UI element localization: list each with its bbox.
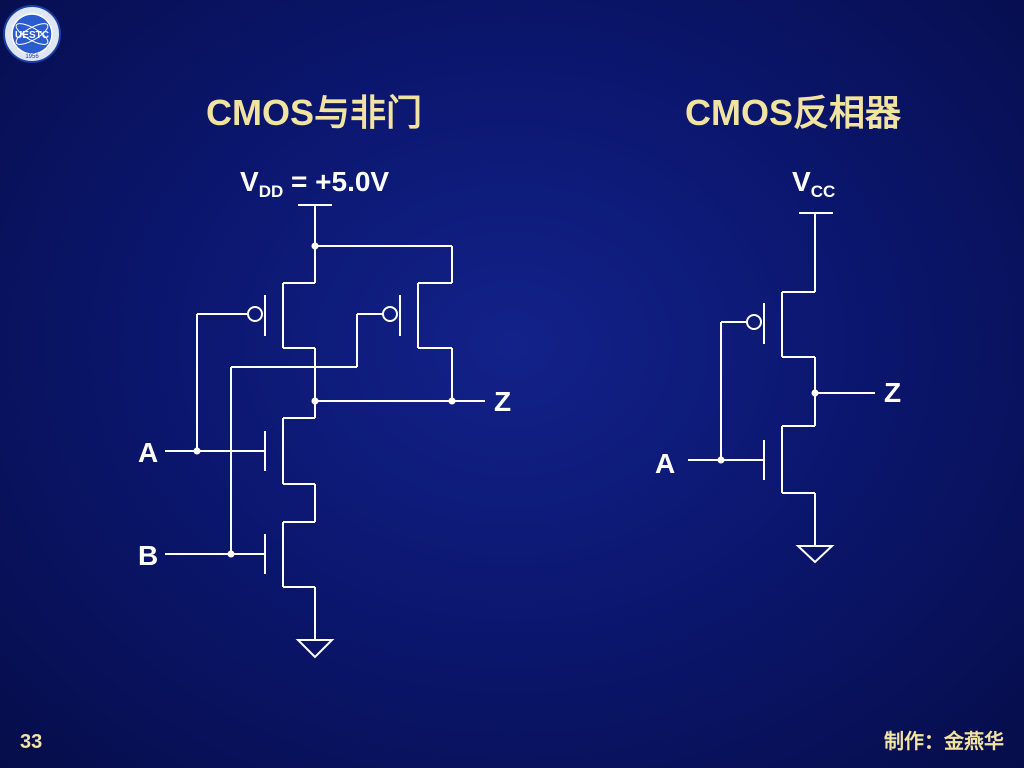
university-logo: UESTC 1956	[3, 5, 61, 63]
vcc-label: VCC	[792, 166, 836, 201]
nand-input-a-label: A	[138, 437, 159, 468]
nand-input-b-label: B	[138, 540, 159, 571]
inverter-input-a-label: A	[655, 448, 676, 479]
inverter-junctions	[717, 389, 819, 464]
nand-output-label: Z	[494, 386, 512, 417]
inverter-title: CMOS反相器	[685, 92, 902, 133]
nand-gate-schematic	[165, 204, 485, 659]
logo-text: UESTC	[15, 30, 49, 41]
author-credit: 制作：金燕华	[884, 731, 1004, 753]
inverter-schematic	[688, 212, 875, 564]
nand-gate-title: CMOS与非门	[206, 92, 423, 133]
inverter-output-label: Z	[884, 377, 902, 408]
vdd-label: VDD = +5.0V	[240, 166, 390, 201]
page-number: 33	[20, 731, 43, 753]
logo-year: 1956	[25, 54, 39, 60]
nand-gate-junctions	[193, 242, 456, 558]
